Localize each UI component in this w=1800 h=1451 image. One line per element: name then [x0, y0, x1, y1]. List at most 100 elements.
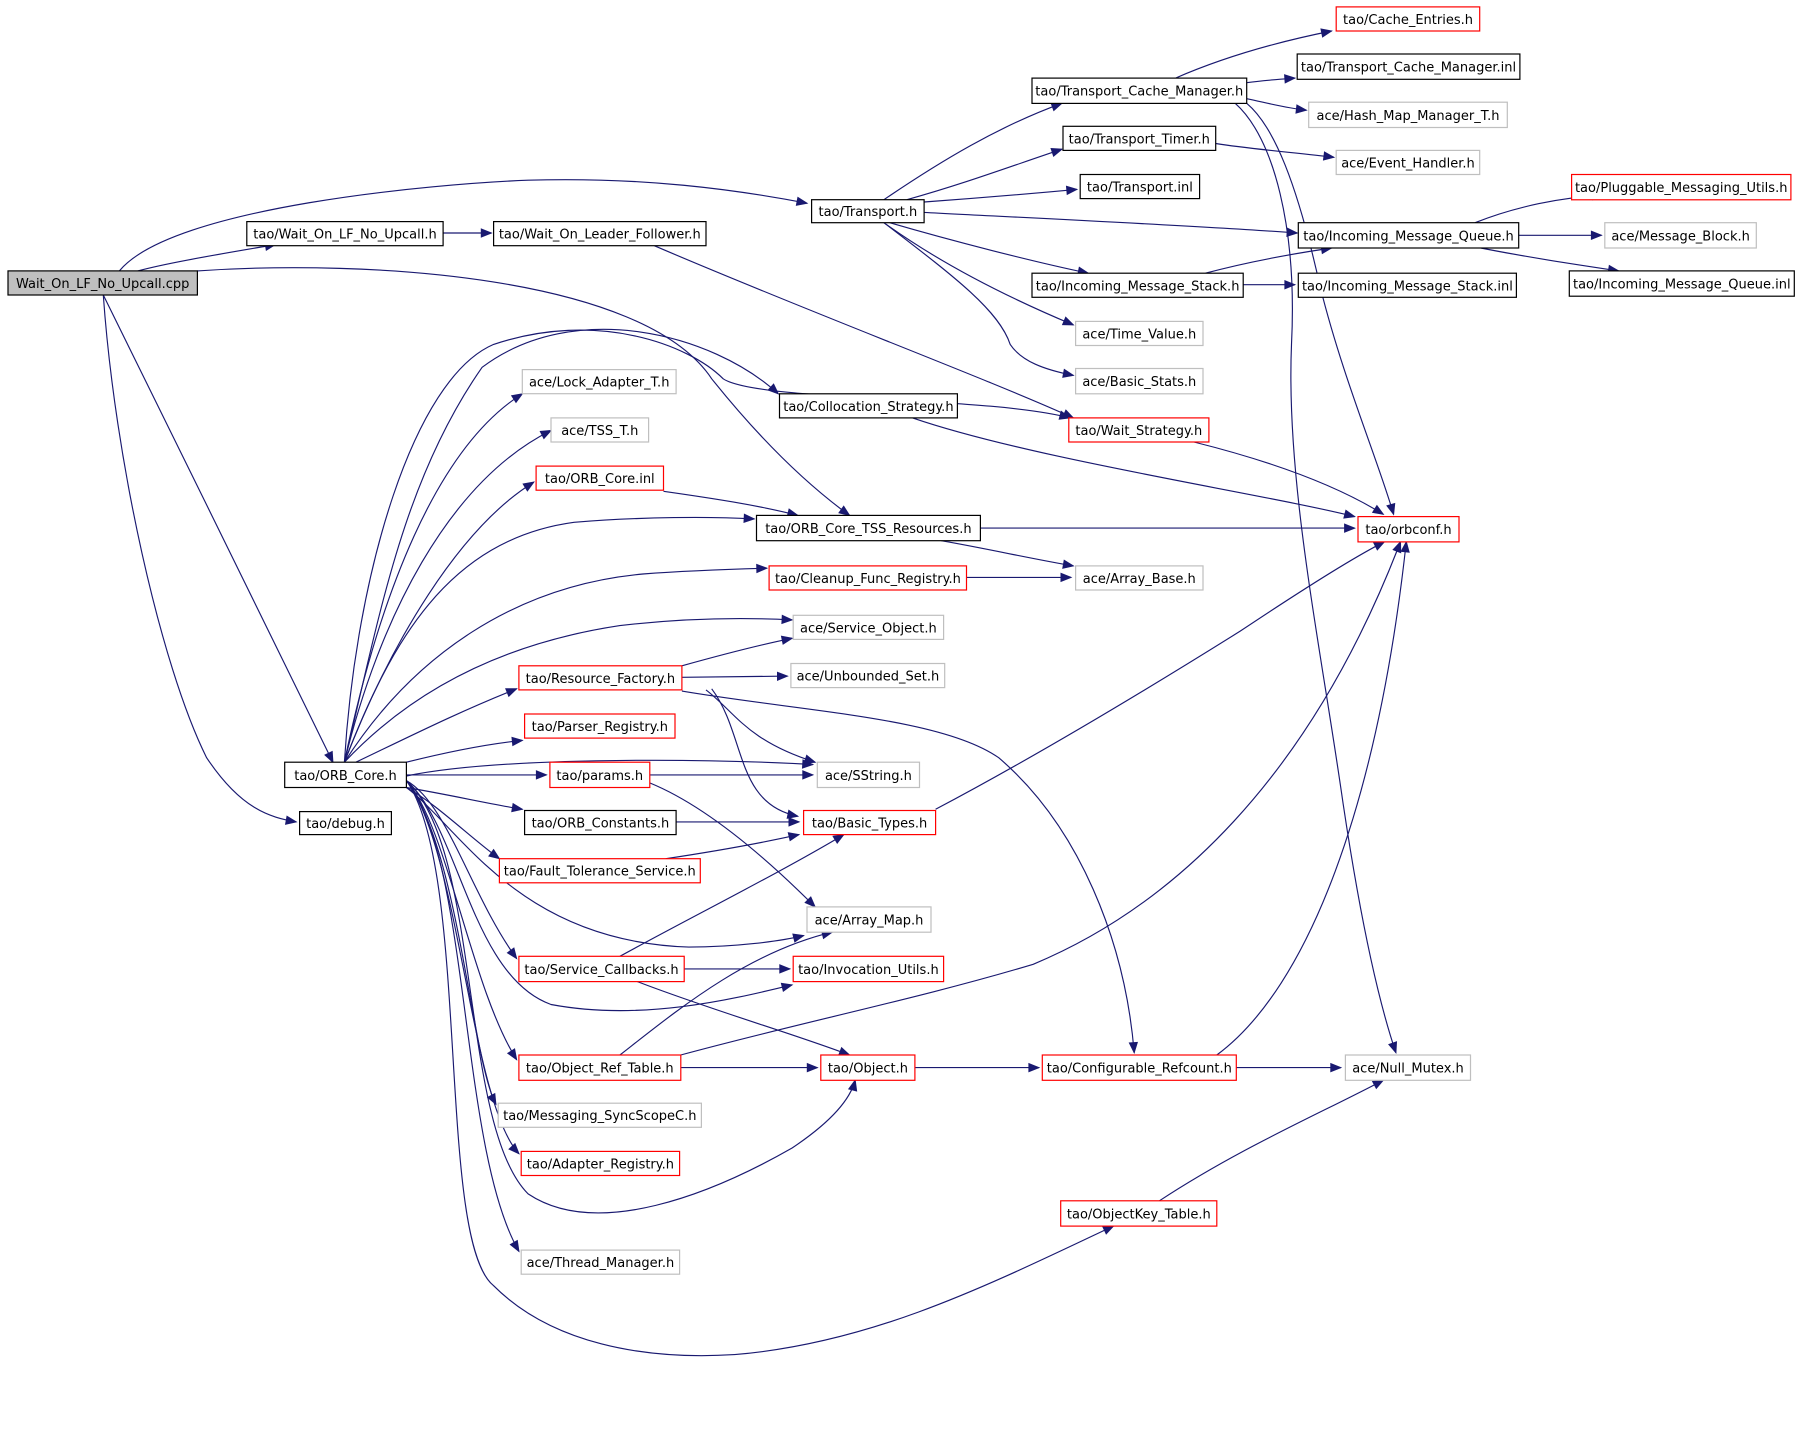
edge-orb_core_h-to-collocation [343, 328, 779, 763]
node-objectkey-table[interactable]: tao/ObjectKey_Table.h [1060, 1200, 1218, 1227]
arrowhead-configurable_refcount-to-null_mutex [1330, 1062, 1343, 1073]
arrowhead-root-to-debug_h [284, 815, 298, 825]
node-imq-inl[interactable]: tao/Incoming_Message_Queue.inl [1568, 270, 1795, 297]
node-fault-tolerance[interactable]: tao/Fault_Tolerance_Service.h [498, 858, 701, 884]
node-cleanup[interactable]: tao/Cleanup_Func_Registry.h [768, 565, 968, 591]
arrowhead-tcm_h-to-hash_map [1295, 104, 1308, 114]
node-pluggable-utils[interactable]: tao/Pluggable_Messaging_Utils.h [1570, 173, 1792, 201]
node-orb-core-inl[interactable]: tao/ORB_Core.inl [535, 465, 665, 491]
edge-orb_core_h-to-tss_res [343, 516, 755, 763]
node-tcm-inl[interactable]: tao/Transport_Cache_Manager.inl [1296, 53, 1521, 80]
node-object-ref-table[interactable]: tao/Object_Ref_Table.h [518, 1054, 682, 1081]
node-service-callbacks[interactable]: tao/Service_Callbacks.h [518, 955, 685, 983]
arrowhead-orb_core_h-to-orb_core_inl [522, 481, 535, 492]
node-box [1357, 515, 1460, 543]
node-box [802, 809, 937, 836]
node-imq-h[interactable]: tao/Incoming_Message_Queue.h [1297, 222, 1520, 249]
node-box [7, 270, 198, 296]
node-basic-stats[interactable]: ace/Basic_Stats.h [1074, 367, 1204, 395]
node-tss-res[interactable]: tao/ORB_Core_TSS_Resources.h [755, 514, 981, 542]
node-invocation-utils[interactable]: tao/Invocation_Utils.h [792, 955, 945, 983]
node-box [1079, 173, 1201, 200]
arrowhead-imq_h-to-message_block [1590, 230, 1603, 241]
node-basic-types[interactable]: tao/Basic_Types.h [802, 809, 937, 836]
node-box [790, 662, 946, 689]
node-wait-strategy[interactable]: tao/Wait_Strategy.h [1068, 417, 1210, 443]
node-time-value[interactable]: ace/Time_Value.h [1074, 320, 1204, 347]
node-transport-timer[interactable]: tao/Transport_Timer.h [1062, 125, 1217, 152]
edge-orb_core_h-to-sstring [406, 759, 813, 777]
node-box [1335, 149, 1481, 176]
node-label: ace/Basic_Stats.h [1082, 375, 1196, 390]
node-label: tao/Fault_Tolerance_Service.h [504, 865, 696, 880]
node-object-h[interactable]: tao/Object.h [820, 1054, 916, 1081]
node-cache-entries[interactable]: tao/Cache_Entries.h [1335, 6, 1481, 32]
node-unbounded-set[interactable]: ace/Unbounded_Set.h [790, 662, 946, 689]
node-box [1568, 270, 1795, 297]
node-wait-leader[interactable]: tao/Wait_On_Leader_Follower.h [493, 221, 707, 247]
arrowhead-root-to-orb_core_h [324, 750, 334, 764]
node-box [816, 761, 921, 789]
node-box [493, 221, 707, 247]
arrowhead-orb_core_h-to-service_object [781, 614, 794, 625]
edge-orb_core_h-to-orb_constants [406, 786, 523, 810]
node-service-object[interactable]: ace/Service_Object.h [792, 614, 945, 640]
node-message-block[interactable]: ace/Message_Block.h [1604, 222, 1757, 249]
node-ims-inl[interactable]: tao/Incoming_Message_Stack.inl [1297, 272, 1518, 298]
arrowhead-orb_core_h-to-objectkey_table [1102, 1225, 1115, 1235]
node-box [523, 809, 677, 836]
edge-orb_core_h-to-adapter_registry [405, 780, 520, 1155]
node-label: tao/Transport_Cache_Manager.inl [1301, 61, 1516, 76]
edge-imq_h-to-imq_inl [1480, 247, 1619, 272]
node-root[interactable]: Wait_On_LF_No_Upcall.cpp [7, 270, 198, 296]
node-transport-h[interactable]: tao/Transport.h [810, 199, 925, 224]
node-lock-adapter[interactable]: ace/Lock_Adapter_T.h [521, 369, 677, 395]
node-hash-map[interactable]: ace/Hash_Map_Manager_T.h [1308, 101, 1508, 129]
node-parser-registry[interactable]: tao/Parser_Registry.h [523, 713, 676, 739]
node-collocation[interactable]: tao/Collocation_Strategy.h [778, 393, 958, 419]
node-box [535, 465, 665, 491]
node-event-handler[interactable]: ace/Event_Handler.h [1335, 149, 1481, 176]
edge-orb_core_h-to-objectkey_table [405, 780, 1114, 1357]
node-configurable-refcount[interactable]: tao/Configurable_Refcount.h [1041, 1054, 1237, 1081]
node-tss-t[interactable]: ace/TSS_T.h [550, 417, 650, 443]
node-orbconf[interactable]: tao/orbconf.h [1357, 515, 1460, 543]
node-ims-h[interactable]: tao/Incoming_Message_Stack.h [1031, 272, 1244, 298]
node-label: tao/Parser_Registry.h [532, 720, 668, 735]
node-array-map[interactable]: ace/Array_Map.h [806, 906, 932, 933]
node-wait-lf-noup[interactable]: tao/Wait_On_LF_No_Upcall.h [246, 221, 444, 247]
arrowhead-orb_core_h-to-object_h [847, 1078, 858, 1092]
node-box [284, 761, 408, 789]
node-box [518, 1054, 682, 1081]
node-transport-inl[interactable]: tao/Transport.inl [1079, 173, 1201, 200]
arrowhead-tcm_h-to-cache_entries [1320, 28, 1333, 38]
arrowhead-transport_h-to-time_value [1061, 316, 1075, 326]
node-label: tao/Wait_Strategy.h [1075, 424, 1202, 439]
edge-basic_types-to-orbconf [935, 541, 1385, 810]
arrowhead-resource_factory-to-unbounded_set [777, 671, 789, 682]
edge-object_ref_table-to-orbconf [680, 541, 1402, 1056]
edge-orb_core_h-to-orb_core_inl [343, 481, 535, 763]
node-debug-h[interactable]: tao/debug.h [299, 810, 393, 836]
node-sstring[interactable]: ace/SString.h [816, 761, 921, 789]
node-label: ace/Unbounded_Set.h [797, 670, 940, 685]
arrowhead-orb_core_h-to-tss_res [743, 513, 756, 524]
node-tcm-h[interactable]: tao/Transport_Cache_Manager.h [1031, 77, 1248, 104]
node-null-mutex[interactable]: ace/Null_Mutex.h [1344, 1054, 1472, 1081]
arrowhead-object_ref_table-to-orbconf [1392, 540, 1402, 554]
node-thread-manager[interactable]: ace/Thread_Manager.h [520, 1249, 681, 1275]
node-params[interactable]: tao/params.h [549, 761, 651, 789]
node-adapter-registry[interactable]: tao/Adapter_Registry.h [520, 1150, 681, 1177]
node-orb-constants[interactable]: tao/ORB_Constants.h [523, 809, 677, 836]
node-messaging-sync[interactable]: tao/Messaging_SyncScopeC.h [497, 1102, 703, 1128]
edge-orb_core_inl-to-tss_res [663, 490, 798, 516]
node-label: tao/Incoming_Message_Stack.inl [1302, 279, 1513, 294]
edge-resource_factory-to-sstring [705, 689, 816, 763]
node-label: ace/Message_Block.h [1611, 229, 1750, 244]
edge-orb_core_h-to-cleanup [343, 567, 767, 763]
node-box [1062, 125, 1217, 152]
node-resource-factory[interactable]: tao/Resource_Factory.h [518, 665, 683, 691]
node-orb-core-h[interactable]: tao/ORB_Core.h [284, 761, 408, 789]
arrowhead-orb_core_h-to-fault_tolerance [488, 848, 501, 860]
node-array-base[interactable]: ace/Array_Base.h [1074, 565, 1204, 591]
